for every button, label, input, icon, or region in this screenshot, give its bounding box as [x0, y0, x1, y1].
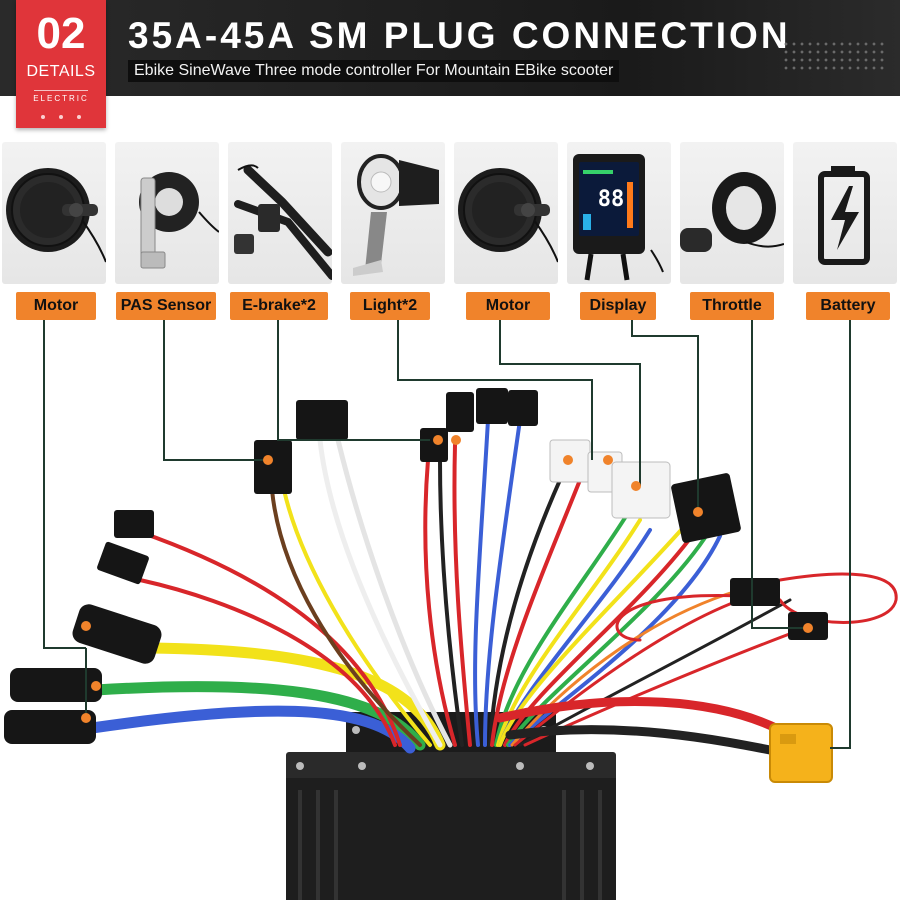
- badge-dots: [16, 106, 106, 124]
- label-e-brake: E-brake*2: [230, 292, 328, 320]
- header-banner: 35A-45A SM PLUG CONNECTION Ebike SineWav…: [0, 0, 900, 96]
- card-display: 88: [567, 142, 671, 284]
- motor-phase-connectors: [4, 604, 162, 744]
- card-motor-2: [454, 142, 558, 284]
- label-battery: Battery: [806, 292, 890, 320]
- label-motor-2: Motor: [466, 292, 550, 320]
- pas-sensor-icon: [139, 172, 219, 269]
- light-connectors: [420, 388, 538, 462]
- badge-number: 02: [36, 9, 86, 58]
- card-throttle: [680, 142, 784, 284]
- battery-plug: [769, 723, 833, 783]
- card-pas-sensor: [115, 142, 219, 284]
- hub-motor-icon: [6, 168, 106, 263]
- connection-points: [81, 435, 813, 723]
- headlight-icon: [353, 154, 439, 276]
- hub-motor-icon: [458, 168, 558, 263]
- controller-box: [286, 712, 616, 900]
- page-subtitle: Ebike SineWave Three mode controller For…: [128, 60, 620, 82]
- label-throttle: Throttle: [690, 292, 774, 320]
- wire-connectors: [4, 388, 833, 783]
- card-battery: [793, 142, 897, 284]
- label-pas-sensor: PAS Sensor: [116, 292, 216, 320]
- brake-connector: [296, 400, 348, 440]
- label-display: Display: [580, 292, 656, 320]
- badge-label: DETAILS: [26, 63, 96, 80]
- card-motor-1: [2, 142, 106, 284]
- throttle-icon: [680, 172, 784, 252]
- pas-connector: [254, 440, 292, 494]
- page-title: 35A-45A SM PLUG CONNECTION: [128, 15, 791, 56]
- badge-sub-label: ELECTRIC: [33, 94, 89, 103]
- brake-lever-icon: [234, 164, 332, 280]
- wire-bundle: [86, 418, 898, 757]
- display-reading: 88: [598, 187, 625, 212]
- display-icon: 88: [573, 154, 664, 281]
- card-light: [341, 142, 445, 284]
- throttle-connector: [671, 473, 741, 543]
- connection-leader-lines: [43, 320, 851, 749]
- battery-icon: [818, 166, 870, 265]
- label-motor-1: Motor: [16, 292, 96, 320]
- display-connectors: [549, 439, 671, 519]
- label-light: Light*2: [350, 292, 430, 320]
- hall-connectors: [97, 510, 154, 585]
- accessory-connectors: [730, 578, 828, 640]
- badge-divider: [34, 90, 88, 91]
- details-badge: 02 DETAILS ELECTRIC: [16, 0, 106, 128]
- dot-grid-decoration: [782, 40, 886, 70]
- card-e-brake: [228, 142, 332, 284]
